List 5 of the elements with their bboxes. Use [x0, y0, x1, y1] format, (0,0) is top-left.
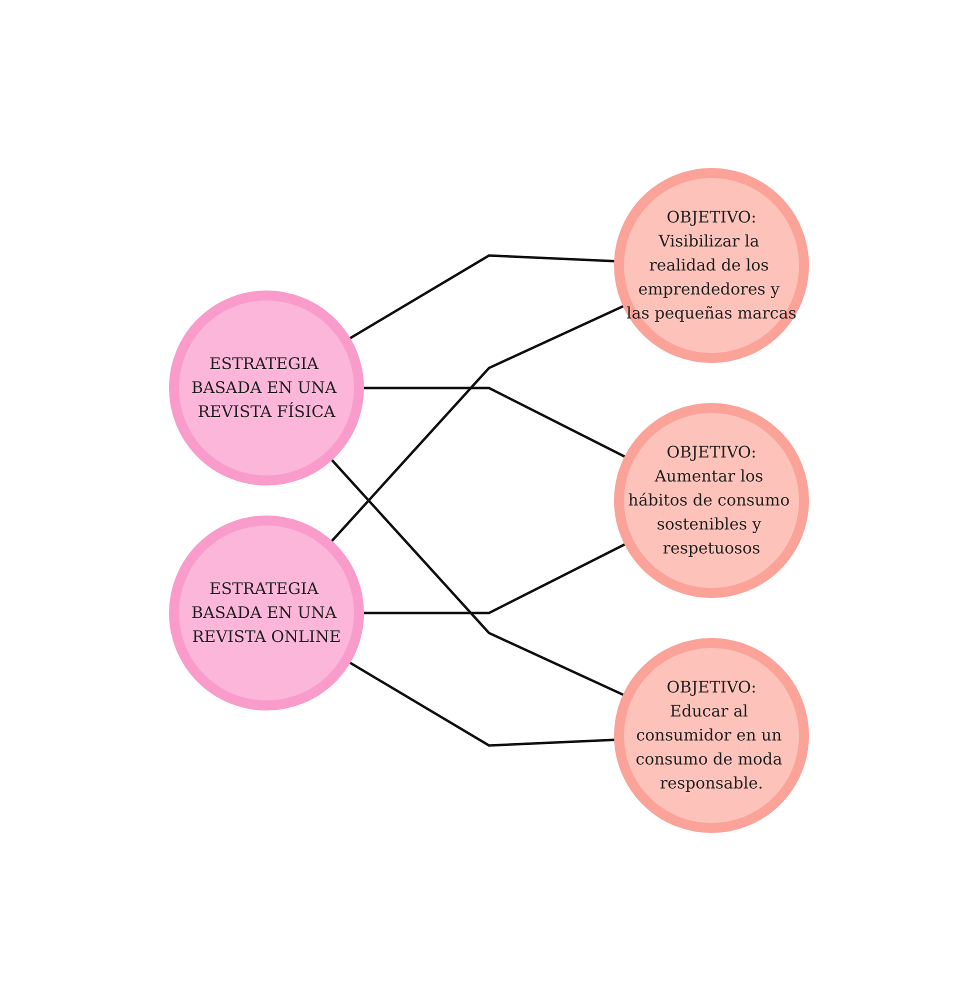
node-circle: ESTRATEGIA BASADA EN UNA REVISTA ONLINE — [168, 515, 364, 710]
node-circle: ESTRATEGIA BASADA EN UNA REVISTA FÍSICA — [168, 290, 364, 485]
node-circle: OBJETIVO: Educar al consumidor en un consumo de moda responsable. — [614, 638, 808, 832]
node-circle: OBJETIVO: Aumentar los hábitos de consumo sostenibles y respetuosos — [614, 402, 808, 598]
node-circle: OBJETIVO: Visibilizar la realidad de los emprendedores y las pequeñas marcas — [614, 168, 808, 362]
